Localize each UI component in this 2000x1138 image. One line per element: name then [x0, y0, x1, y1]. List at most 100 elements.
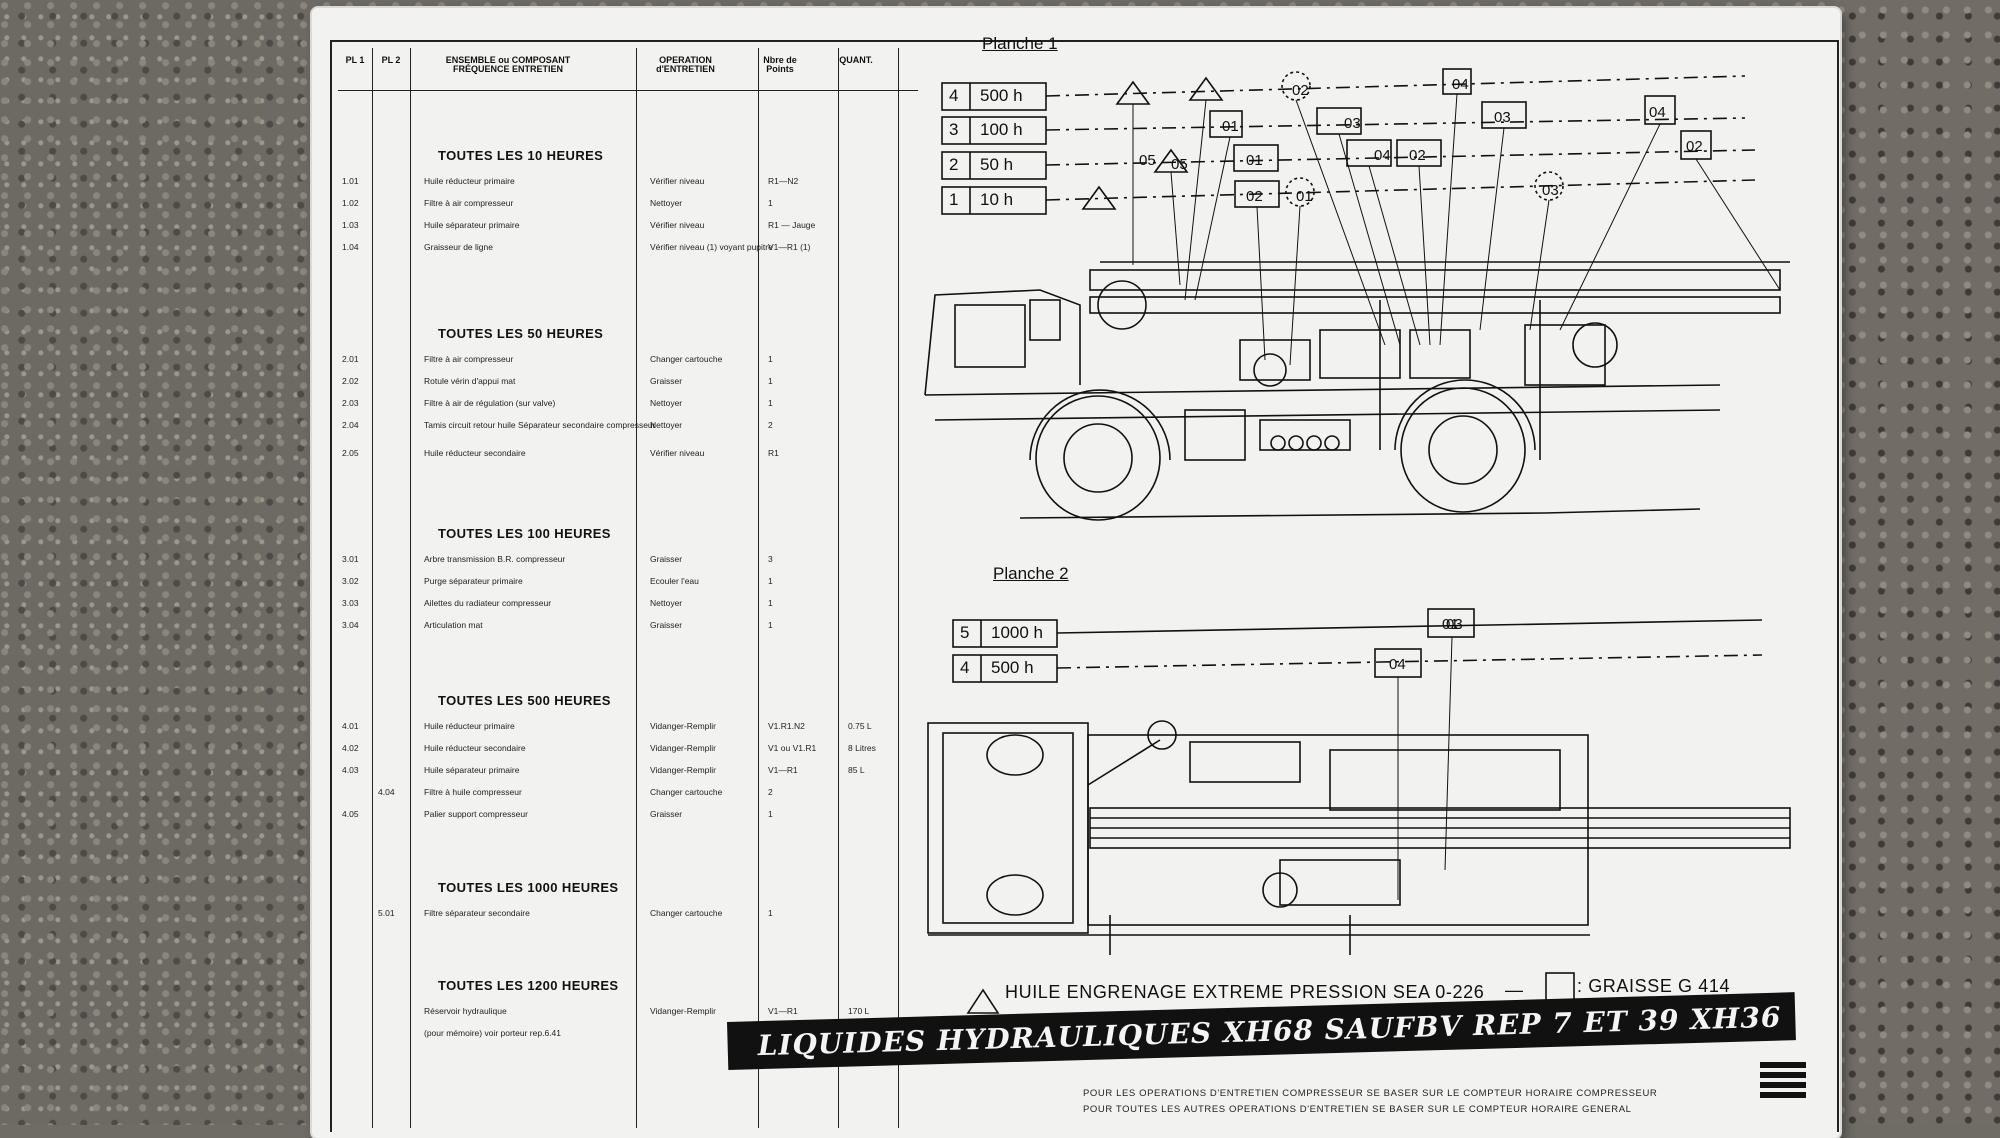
dashed-circle-markers — [1281, 71, 1564, 207]
cell-pl1: 1.02 — [342, 198, 359, 208]
marker-label: 03 — [1542, 182, 1559, 199]
cell-component: Huile réducteur primaire — [424, 721, 515, 731]
cell-pl1: 4.03 — [342, 765, 359, 775]
cell-operation: Graisser — [650, 376, 683, 386]
planche1-interval-lines — [1045, 75, 1756, 201]
cell-component: Huile séparateur primaire — [424, 220, 520, 230]
cell-quantity: 8 Litres — [848, 743, 876, 753]
cell-pl1: 1.03 — [342, 220, 359, 230]
cell-pl1: 4.02 — [342, 743, 359, 753]
cell-points: 2 — [768, 787, 773, 797]
planche2-title: Planche 2 — [993, 564, 1069, 583]
marker-label: 01 — [1442, 616, 1459, 633]
cell-component: Huile réducteur secondaire — [424, 448, 526, 458]
table-row: Réservoir hydraulique Vidanger-Remplir V1—… — [338, 1006, 918, 1020]
cell-component: Filtre séparateur secondaire — [424, 908, 530, 918]
cell-points: 1 — [768, 809, 773, 819]
marker-label: 03 — [1446, 616, 1463, 633]
maintenance-plate — [312, 8, 1840, 1138]
cell-points: 1 — [768, 198, 773, 208]
cell-points: 1 — [768, 398, 773, 408]
legend-dash: — — [1505, 980, 1524, 1000]
cell-pl2: 5.01 — [378, 908, 395, 918]
section-title: TOUTES LES 1200 HEURES — [438, 978, 619, 993]
cell-quantity: 0.75 L — [848, 721, 872, 731]
cell-operation: Nettoyer — [650, 398, 683, 408]
cell-pl1: 1.04 — [342, 242, 359, 252]
planche1-interval-boxes — [941, 82, 1047, 215]
cell-component: Huile séparateur primaire — [424, 765, 520, 775]
cell-points: V1—R1 (1) — [768, 242, 811, 252]
section-title: TOUTES LES 50 HEURES — [438, 326, 604, 341]
marker-label: 02 — [1409, 147, 1426, 164]
legend-triangle-text: HUILE ENGRENAGE EXTREME PRESSION SEA 0-2… — [1005, 982, 1485, 1002]
cell-component: Filtre à air de régulation (sur valve) — [424, 398, 556, 408]
cell-points: V1.R1.N2 — [768, 721, 805, 731]
cell-points: V1—R1 — [768, 1006, 798, 1016]
legend-square-icon — [1545, 972, 1575, 1002]
interval-hours: 500 h — [980, 86, 1023, 105]
table-row: (pour mémoire) voir porteur rep.6.41 — [338, 1028, 918, 1042]
header-points: Nbre de Points — [763, 55, 797, 74]
cell-component: Filtre à air compresseur — [424, 198, 514, 208]
marker-label: 04 — [1649, 104, 1666, 121]
cell-operation: Vérifier niveau — [650, 220, 705, 230]
cell-operation: Nettoyer — [650, 198, 683, 208]
interval-hours: 1000 h — [991, 623, 1043, 642]
legend-square-text: : GRAISSE G 414 — [1577, 976, 1731, 996]
truck-top-view — [927, 720, 1791, 955]
cell-component: Ailettes du radiateur compresseur — [424, 598, 552, 608]
cell-component: Filtre à huile compresseur — [424, 787, 522, 797]
marker-label: 03 — [1344, 115, 1361, 132]
cell-operation: Vidanger-Remplir — [650, 743, 716, 753]
interval-hours: 100 h — [980, 120, 1023, 139]
cell-pl1: 3.04 — [342, 620, 359, 630]
interval-number: 2 — [949, 155, 959, 174]
marker-label: 02 — [1246, 188, 1263, 205]
section-title: TOUTES LES 1000 HEURES — [438, 880, 619, 895]
interval-hours: 50 h — [980, 155, 1014, 174]
section-title: TOUTES LES 100 HEURES — [438, 526, 611, 541]
section-title: TOUTES LES 500 HEURES — [438, 693, 611, 708]
cell-points: V1 ou V1.R1 — [768, 743, 817, 753]
header-pl1: PL 1 — [345, 55, 365, 65]
column-divider — [838, 48, 839, 1128]
cell-pl1: 4.01 — [342, 721, 359, 731]
planche2-interval-boxes — [952, 608, 1763, 900]
cell-component: Rotule vérin d'appui mat — [424, 376, 516, 386]
pavement-background-right — [1835, 0, 2000, 1125]
marker-label: 04 — [1374, 147, 1391, 164]
cell-points: 2 — [768, 420, 773, 430]
marker-label: 02 — [1686, 138, 1703, 155]
cell-pl1: 2.04 — [342, 420, 359, 430]
cell-operation: Nettoyer — [650, 598, 683, 608]
cell-operation: Ecouler l'eau — [650, 576, 699, 586]
cell-operation: Vérifier niveau — [650, 176, 705, 186]
cell-pl1: 1.01 — [342, 176, 359, 186]
cell-component: Réservoir hydraulique — [424, 1006, 507, 1016]
interval-hours: 10 h — [980, 190, 1014, 209]
cell-pl1: 2.02 — [342, 376, 359, 386]
marker-label: 01 — [1222, 118, 1239, 135]
column-divider — [410, 48, 411, 1128]
cell-operation: Vidanger-Remplir — [650, 1006, 716, 1016]
cell-component: Palier support compresseur — [424, 809, 528, 819]
marker-label: 01 — [1296, 188, 1313, 205]
cell-pl1: 4.05 — [342, 809, 359, 819]
cell-points: R1 — [768, 448, 779, 458]
cell-operation: Nettoyer — [650, 420, 683, 430]
cell-pl1: 2.03 — [342, 398, 359, 408]
cell-component: Graisseur de ligne — [424, 242, 493, 252]
